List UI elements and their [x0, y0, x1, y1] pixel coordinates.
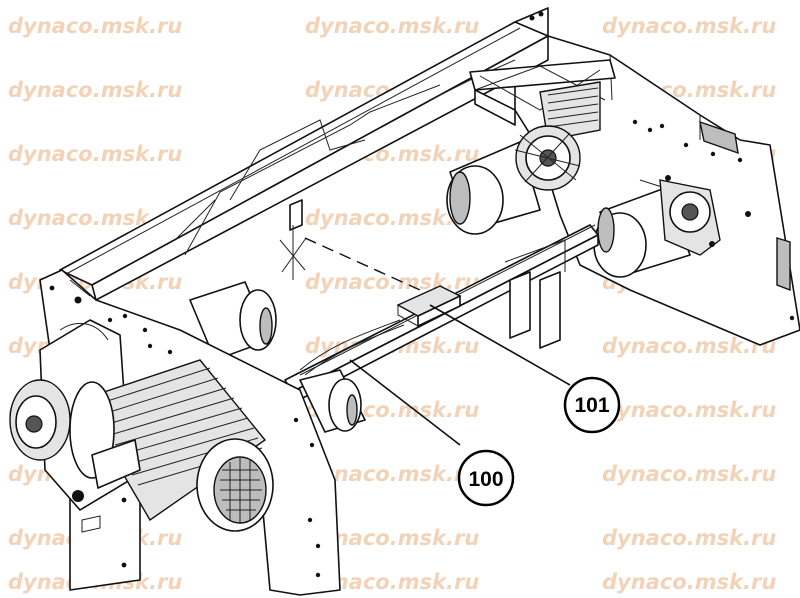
- watermark-text: dynaco.msk.ru: [305, 14, 479, 38]
- lower-brackets: [504, 239, 566, 349]
- callout-circle-101: [563, 376, 621, 434]
- sensor-beam-line: [304, 237, 421, 291]
- sensor-101: [299, 285, 462, 376]
- leader-line-100: [349, 359, 461, 446]
- callout-101: 101: [563, 376, 621, 434]
- watermark-text: dynaco.msk.ru: [305, 270, 479, 294]
- watermark-text: dynaco.msk.ru: [602, 398, 776, 422]
- watermark-text: dynaco.msk.ru: [8, 14, 182, 38]
- leader-lines: [349, 304, 571, 446]
- top-back-crossbar: [59, 21, 549, 301]
- callout-label-100: 100: [468, 468, 503, 491]
- watermark-text: dynaco.msk.ru: [602, 526, 776, 550]
- watermark-text: dynaco.msk.ru: [602, 462, 776, 486]
- callout-label-101: 101: [574, 394, 609, 417]
- top-bracket: [469, 59, 616, 141]
- watermark-text: dynaco.msk.ru: [8, 78, 182, 102]
- sensor-mark: [279, 199, 307, 280]
- leader-line-101: [429, 304, 571, 386]
- watermark-text: dynaco.msk.ru: [602, 14, 776, 38]
- middle-left-roller: [189, 281, 277, 361]
- watermark-text: dynaco.msk.ru: [602, 570, 776, 594]
- front-roller: [299, 369, 366, 433]
- watermark-text: dynaco.msk.ru: [8, 142, 182, 166]
- gear-motor: [9, 319, 274, 591]
- sprocket-roller: [446, 125, 581, 235]
- callout-circle-100: [457, 449, 515, 507]
- callout-100: 100: [457, 449, 515, 507]
- bearing-roller: [593, 175, 721, 278]
